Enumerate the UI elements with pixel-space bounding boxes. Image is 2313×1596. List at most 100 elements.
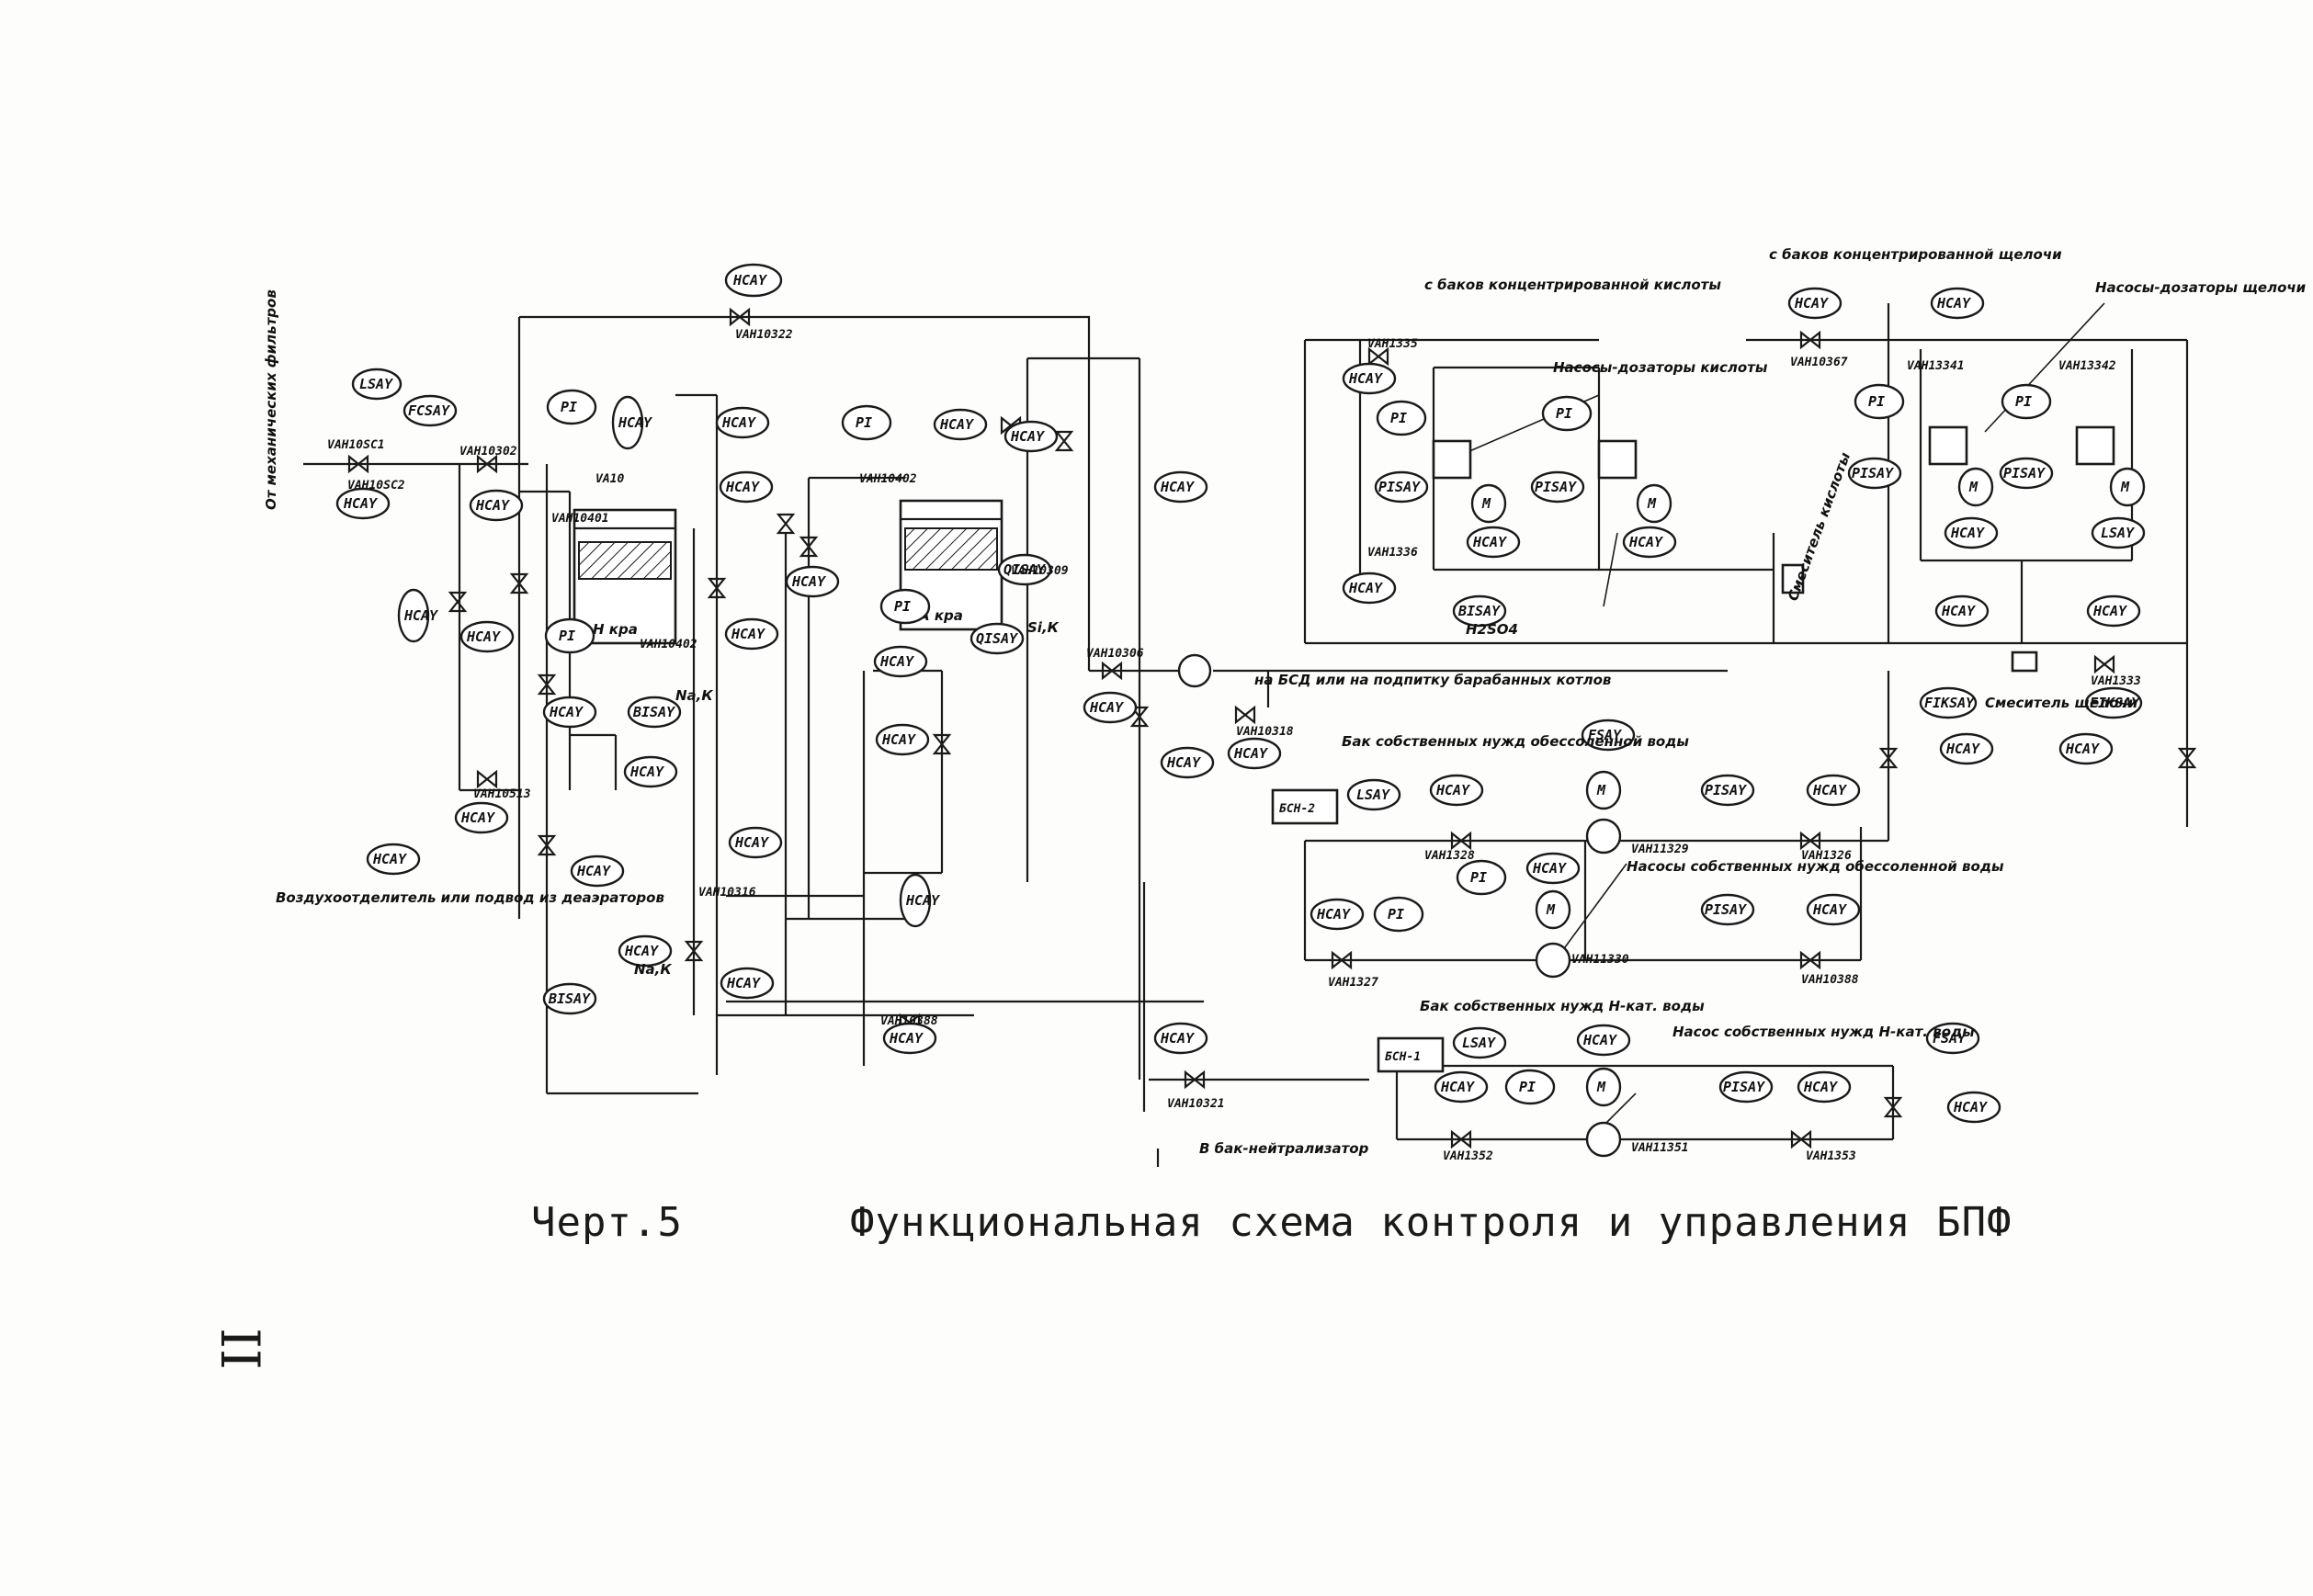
tag-label: VAH11351: [1631, 1141, 1689, 1155]
instrument-hcay: HCAY: [1003, 420, 1059, 453]
svg-text:HCAY: HCAY: [460, 809, 495, 826]
tag-label: VAH10322: [735, 328, 793, 342]
svg-text:PI: PI: [1470, 869, 1487, 886]
tag-label: Nа,К: [675, 687, 713, 704]
instrument-m: M: [1535, 889, 1571, 930]
svg-text:M: M: [2120, 479, 2130, 495]
svg-text:HCAY: HCAY: [1435, 782, 1470, 798]
instrument-hcay: HCAY: [1525, 852, 1581, 885]
svg-text:M: M: [1596, 782, 1606, 798]
valve-symbol: [1450, 1129, 1472, 1149]
instrument-hcay: HCAY: [542, 696, 597, 729]
note-acid-source: с баков концентрированной кислоты: [1424, 277, 1721, 293]
filter-h: Н кра: [573, 508, 677, 645]
instrument-hcay: HCAY: [882, 1022, 937, 1055]
instrument-hcay: HCAY: [1466, 526, 1521, 559]
instrument-fsay: FSAY: [1581, 719, 1636, 752]
instrument-hcay: HCAY: [1946, 1091, 2001, 1124]
instrument-hcay: HCAY: [899, 873, 940, 928]
tag-label: VAH1326: [1801, 849, 1852, 863]
svg-text:PISAY: PISAY: [1535, 479, 1577, 495]
valve-symbol: [509, 572, 529, 594]
valve-symbol: [1054, 430, 1074, 452]
instrument-pi: PI: [1376, 400, 1427, 436]
note-demin-tank: Бак собственных нужд обессоленной воды: [1342, 733, 1689, 750]
tank-bsn1: БСН-1: [1377, 1036, 1445, 1073]
instrument-pisay: PISAY: [1374, 470, 1429, 504]
instrument-hcay: HCAY: [1153, 1022, 1208, 1055]
svg-text:PI: PI: [894, 598, 911, 615]
instrument-hcay: HCAY: [1934, 594, 1990, 628]
instrument-hcay: HCAY: [469, 489, 524, 522]
instrument-hcay: HCAY: [728, 826, 783, 859]
valve-symbol: [1450, 831, 1472, 851]
tag-label: Nа,К: [634, 961, 672, 978]
tag-label: VAH11330: [1571, 953, 1629, 967]
instrument-bisay: BISAY: [1452, 594, 1507, 628]
svg-text:HCAY: HCAY: [466, 628, 501, 645]
valve-symbol: [1883, 1096, 1903, 1118]
pump-circle: [1535, 942, 1571, 979]
svg-text:PISAY: PISAY: [1852, 465, 1894, 481]
instrument-lsay: LSAY: [1452, 1026, 1507, 1059]
instrument-hcay: HCAY: [1930, 287, 1985, 320]
filter-a-label: А кра: [918, 607, 963, 624]
valve-symbol: [1799, 330, 1821, 350]
pump-circle: [1585, 1121, 1622, 1158]
svg-text:M: M: [1596, 1079, 1606, 1095]
tag-label: VAH1353: [1806, 1149, 1856, 1163]
tag-label: VAH1335: [1367, 337, 1418, 351]
instrument-m: M: [1957, 467, 1994, 507]
svg-text:HCAY: HCAY: [2065, 741, 2100, 757]
tag-label: VAH13341: [1907, 359, 1965, 373]
svg-text:PI: PI: [856, 414, 872, 431]
valve-symbol: [1799, 831, 1821, 851]
note-alkali-mixer: Смеситель щелочи: [1985, 695, 2138, 711]
svg-text:HCAY: HCAY: [1160, 479, 1195, 495]
instrument-pisay: PISAY: [1700, 893, 1755, 926]
instrument-bisay: BISAY: [627, 696, 682, 729]
svg-text:HCAY: HCAY: [1941, 603, 1976, 619]
instrument-hcay: HCAY: [570, 855, 625, 888]
instrument-m: M: [1585, 770, 1622, 810]
instrument-m: M: [2109, 467, 2146, 507]
svg-text:LSAY: LSAY: [2101, 525, 2135, 541]
note-from-filters: От механических фильтров: [263, 289, 279, 510]
note-acid-mixer: Смеситель кислоты: [1785, 450, 1854, 604]
svg-text:HCAY: HCAY: [1936, 295, 1971, 311]
instrument-hcay: HCAY: [1083, 691, 1138, 724]
valve-symbol: [347, 454, 369, 474]
svg-text:HCAY: HCAY: [1160, 1030, 1195, 1047]
instrument-fsay: FSAY: [1925, 1022, 1980, 1055]
note-to-boilers: на БСД или на подпитку барабанных котлов: [1254, 672, 1611, 688]
tag-label: VAH13342: [2058, 359, 2116, 373]
valve-symbol: [476, 769, 498, 789]
svg-text:PISAY: PISAY: [1705, 782, 1747, 798]
instrument-hcay: HCAY: [719, 470, 774, 504]
instrument-pisay: PISAY: [1999, 457, 2054, 490]
note-alkali-dosing: Насосы-дозаторы щелочи: [2095, 279, 2307, 296]
valve-symbol: [1184, 1070, 1206, 1090]
instrument-pisay: PISAY: [1700, 774, 1755, 807]
tag-label: VAH1352: [1443, 1149, 1493, 1163]
svg-text:HCAY: HCAY: [1953, 1099, 1988, 1115]
instrument-hcay: HCAY: [335, 487, 391, 520]
acid-dosing-pumps: [1432, 425, 2115, 673]
tank-bsn2-label: БСН-2: [1279, 802, 1315, 816]
tag-label: Si,К: [1027, 619, 1060, 636]
note-hcat-pump: Насос собственных нужд Н-кат. воды: [1672, 1024, 1975, 1040]
instrument-hcay: HCAY: [1342, 572, 1397, 605]
drawing-number: Черт.5: [531, 1199, 683, 1246]
valve-symbol: [1367, 346, 1389, 367]
instrument-hcay: HCAY: [1806, 893, 1861, 926]
svg-text:QISAY: QISAY: [976, 630, 1018, 647]
tag-label: VAH10SC2: [347, 479, 405, 492]
svg-text:PI: PI: [1519, 1079, 1536, 1095]
tag-label: VAH1328: [1424, 849, 1475, 863]
svg-text:HCAY: HCAY: [618, 414, 652, 431]
instrument-fiksay: FIKSAY: [2084, 686, 2143, 719]
valve-symbol: [1790, 1129, 1812, 1149]
svg-text:M: M: [1647, 495, 1657, 512]
instrument-hcay: HCAY: [1806, 774, 1861, 807]
svg-text:LSAY: LSAY: [1356, 787, 1390, 803]
